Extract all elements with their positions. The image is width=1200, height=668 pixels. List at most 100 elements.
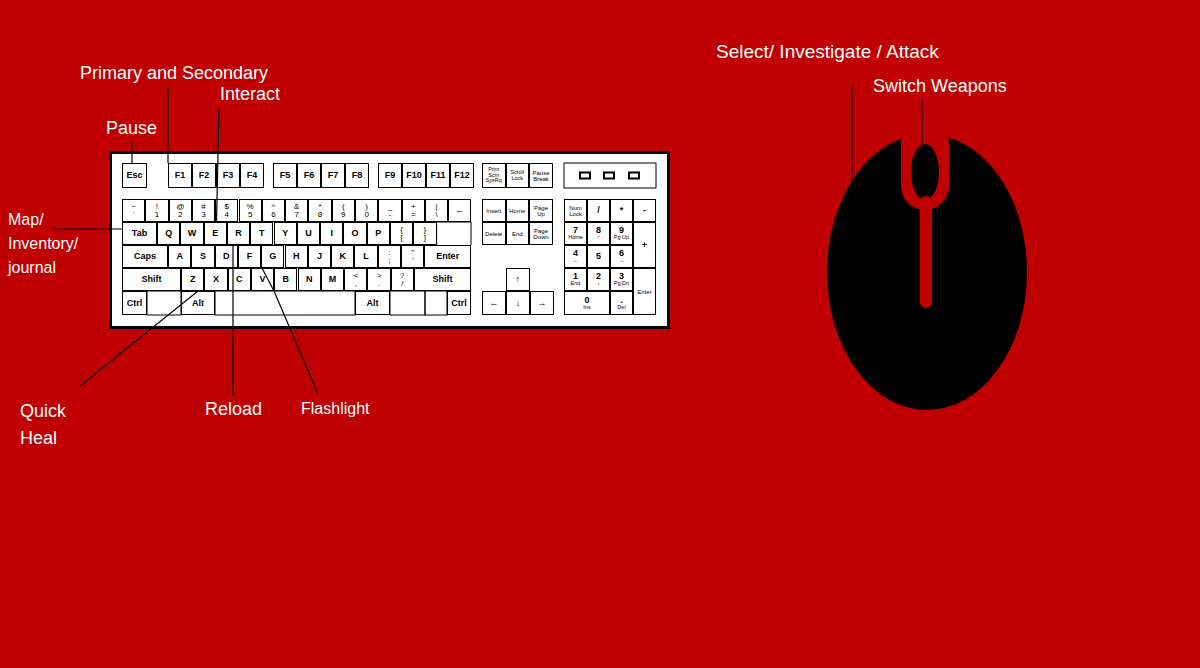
keyboard-key: Num Lock	[564, 199, 587, 222]
callout-label: Flashlight	[301, 399, 369, 418]
keyboard-key: 4←	[564, 245, 587, 268]
key-legend: End	[512, 231, 523, 237]
keyboard-key: 2↓	[587, 268, 610, 291]
keyboard-key: 6→	[610, 245, 633, 268]
key-legend: Enter	[436, 252, 459, 261]
keyboard-key: P	[367, 222, 390, 245]
keyboard-key: >.	[367, 268, 390, 291]
key-legend: <	[353, 272, 358, 280]
leader-line	[167, 88, 168, 163]
key-legend: }	[424, 226, 427, 234]
key-legend: Ctrl	[127, 299, 143, 308]
keyboard-key: U	[297, 222, 320, 245]
key-legend: N	[306, 275, 313, 284]
key-legend: -	[389, 211, 392, 219]
keyboard-key: Pause Break	[529, 163, 553, 188]
keyboard-key: *	[610, 199, 633, 222]
keyboard-key: F3	[216, 163, 240, 188]
key-legend: Home	[568, 235, 583, 241]
key-legend: Page Up	[530, 205, 552, 217]
key-legend: F4	[247, 171, 258, 180]
key-legend: F7	[328, 171, 339, 180]
key-legend: X	[213, 275, 219, 284]
key-legend: S	[200, 252, 206, 261]
keyboard-key: E	[204, 222, 227, 245]
keyboard-key: A	[168, 245, 191, 268]
key-legend: Page Down	[530, 228, 552, 240]
key-legend: ~	[131, 203, 136, 211]
keyboard-key: J	[308, 245, 331, 268]
keyboard-key: 5	[587, 245, 610, 268]
callout-label: Interact	[220, 84, 280, 106]
leader-line	[851, 86, 852, 181]
key-legend: ?	[400, 272, 404, 280]
key-legend: ]	[424, 234, 426, 242]
key-legend: G	[269, 252, 276, 261]
callout-label: Switch Weapons	[873, 76, 1007, 98]
keyboard-key: *8	[308, 199, 331, 222]
key-legend: `	[132, 211, 135, 219]
callout-label: Pause	[106, 118, 157, 140]
keyboard-key: F6	[297, 163, 321, 188]
keyboard-key: !1	[145, 199, 168, 222]
key-legend: Scroll Lock	[507, 170, 529, 181]
key-legend: Esc	[126, 171, 142, 180]
keyboard-key: F1	[168, 163, 192, 188]
keyboard-key: (9	[332, 199, 355, 222]
key-legend: 0	[584, 296, 589, 305]
indicator-light	[580, 173, 590, 179]
keyboard-key: 1End	[564, 268, 587, 291]
key-legend: *	[318, 203, 321, 211]
keyboard-key: N	[298, 268, 321, 291]
key-legend: 1	[573, 272, 578, 281]
key-legend: F1	[175, 171, 186, 180]
key-legend: &	[294, 203, 299, 211]
key-legend: /	[401, 280, 403, 288]
blank-key	[390, 291, 425, 315]
keyboard-key: )0	[355, 199, 378, 222]
key-legend: H	[293, 252, 300, 261]
keyboard-key: Alt	[181, 291, 215, 315]
space-bar	[215, 291, 355, 315]
key-legend: ;	[388, 257, 390, 265]
key-legend: (	[342, 203, 345, 211]
key-legend: ,	[355, 280, 357, 288]
keyboard-key: ~`	[122, 199, 145, 222]
key-legend: #	[201, 203, 205, 211]
keyboard-key: Page Down	[529, 222, 553, 245]
key-legend: T	[259, 229, 265, 238]
key-legend: /	[597, 206, 600, 215]
keyboard-key: ←	[448, 199, 471, 222]
key-legend: ↑	[516, 275, 521, 284]
key-legend: 4	[225, 211, 229, 219]
keyboard-key: ↑	[506, 268, 530, 291]
key-legend: E	[212, 229, 218, 238]
key-legend: Shift	[433, 275, 453, 284]
keyboard-key: <,	[344, 268, 367, 291]
keyboard-key: K	[331, 245, 354, 268]
keyboard-body	[111, 153, 669, 328]
key-legend: +	[642, 241, 647, 250]
key-legend: Y	[282, 229, 288, 238]
keyboard-key: V	[251, 268, 274, 291]
key-legend: I	[330, 229, 333, 238]
mouse-split	[920, 196, 932, 308]
key-legend: Ctrl	[451, 299, 467, 308]
key-legend: >	[377, 272, 382, 280]
key-legend: ↑	[597, 235, 600, 241]
key-legend: F12	[454, 171, 470, 180]
keyboard-key: B	[274, 268, 297, 291]
keyboard-key: ←	[482, 291, 506, 315]
callout-label: Primary and Secondary	[80, 63, 268, 85]
key-legend: "	[411, 249, 414, 257]
key-legend: '	[412, 257, 414, 265]
keyboard-key: F4	[240, 163, 264, 188]
key-legend: →	[619, 258, 625, 264]
key-legend: ↓	[516, 299, 521, 308]
key-legend: F2	[199, 171, 210, 180]
keyboard-key: $4	[215, 199, 238, 222]
keyboard-key: ↓	[506, 291, 530, 315]
key-legend: F	[247, 252, 253, 261]
key-legend: F5	[280, 171, 291, 180]
